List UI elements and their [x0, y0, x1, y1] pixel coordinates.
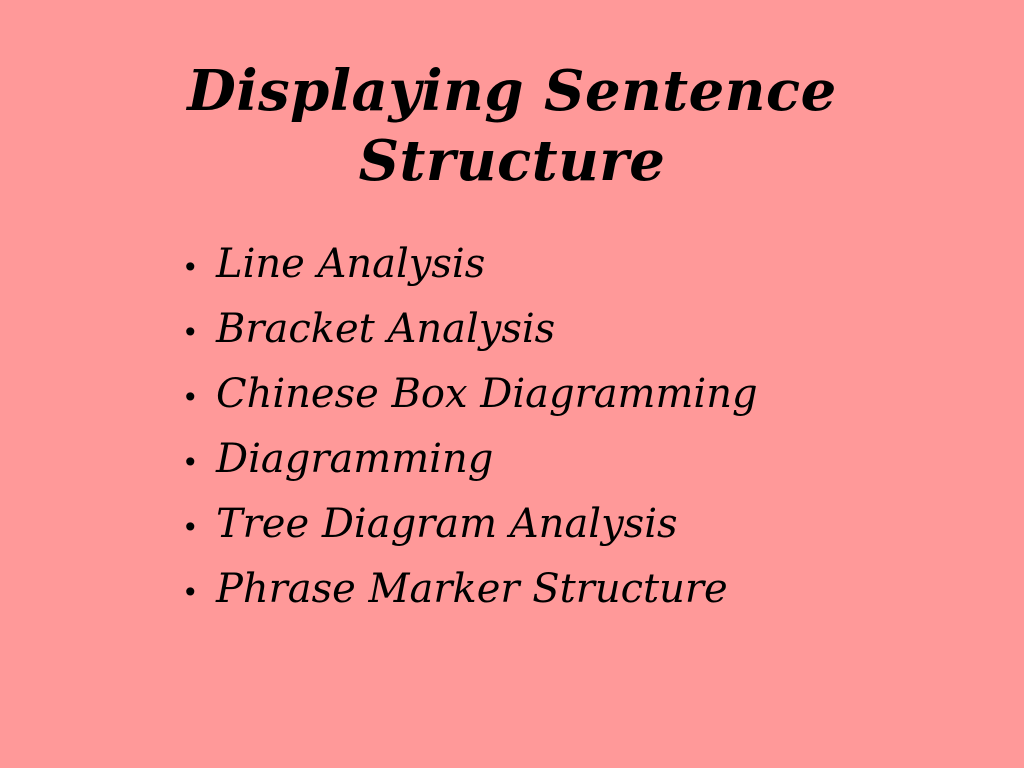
bullet-dot-icon: •: [182, 446, 199, 479]
bullet-item-line-analysis: • Line Analysis: [182, 232, 962, 297]
bullet-item-chinese-box-diagramming: • Chinese Box Diagramming: [182, 362, 962, 427]
bullet-dot-icon: •: [182, 251, 199, 284]
bullet-dot-icon: •: [182, 316, 199, 349]
bullet-item-tree-diagram-analysis: • Tree Diagram Analysis: [182, 492, 962, 557]
bullet-dot-icon: •: [182, 511, 199, 544]
bullet-text: Line Analysis: [216, 241, 486, 287]
slide-title-line-2: Structure: [358, 127, 666, 194]
bullet-text: Tree Diagram Analysis: [216, 501, 678, 547]
slide-title-line-1: Displaying Sentence: [187, 57, 837, 124]
bullet-text: Bracket Analysis: [216, 306, 556, 352]
bullet-item-phrase-marker-structure: • Phrase Marker Structure: [182, 557, 962, 622]
bullet-text: Diagramming: [216, 436, 494, 482]
bullet-item-diagramming: • Diagramming: [182, 427, 962, 492]
bullet-text: Phrase Marker Structure: [216, 566, 728, 612]
bullet-dot-icon: •: [182, 381, 199, 414]
bullet-dot-icon: •: [182, 576, 199, 609]
bullet-item-bracket-analysis: • Bracket Analysis: [182, 297, 962, 362]
bullet-list: • Line Analysis • Bracket Analysis • Chi…: [182, 232, 962, 622]
bullet-text: Chinese Box Diagramming: [216, 371, 758, 417]
slide-title: Displaying Sentence Structure: [80, 56, 944, 196]
